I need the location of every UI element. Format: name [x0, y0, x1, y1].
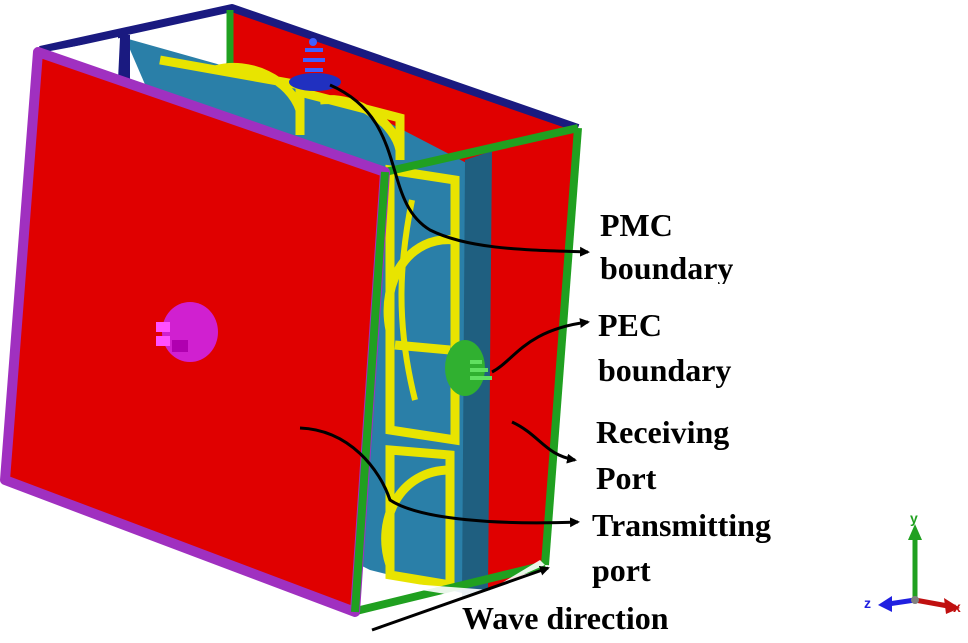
axis-x-head: [944, 598, 960, 614]
top-port-arrow-3: [305, 68, 323, 72]
wave-direction-label: Wave direction: [462, 600, 669, 636]
receiving-port-arrow-3: [470, 376, 492, 380]
receiving-port-marker: [445, 340, 492, 396]
top-port-tip: [309, 38, 317, 46]
top-port-arrow: [305, 48, 323, 52]
axis-x-line: [914, 597, 949, 609]
transmitting-port-arrow: [156, 322, 170, 332]
top-port-disc: [289, 73, 341, 91]
receiving-port-arrow-2: [470, 368, 488, 372]
receiving-callout-arrow: [511, 420, 577, 464]
pmc-label-line1: PMC: [600, 207, 673, 243]
pmc-label-line2: boundary: [600, 250, 734, 284]
receiving-port-arrow: [470, 360, 482, 364]
pec-callout-arrow: [491, 318, 590, 374]
front-frame-right-edge: [351, 171, 389, 613]
axis-z-label: z: [864, 595, 871, 611]
transmitting-port-arrow-3: [172, 340, 188, 352]
axis-origin: [911, 596, 919, 604]
top-port-arrow-2: [303, 58, 325, 62]
axis-triad: [878, 524, 960, 614]
transmitting-label-line2: port: [592, 552, 651, 588]
pmc-boundary-right-wall: [488, 128, 575, 590]
axis-z-line: [887, 597, 916, 607]
pmc-callout-arrow: [329, 83, 590, 257]
pec-label-line2: boundary: [598, 352, 732, 388]
transmitting-label-line1: Transmitting: [592, 507, 771, 543]
axis-z-head: [878, 596, 892, 612]
receiving-label-line1: Receiving: [596, 414, 730, 450]
receiving-port-disc: [445, 340, 485, 396]
callout-arrows: [299, 83, 590, 632]
axis-y-head: [908, 524, 922, 540]
axis-x-label: x: [953, 599, 961, 615]
transmitting-port-arrow-2: [156, 336, 170, 346]
receiving-label-line2: Port: [596, 460, 657, 496]
right-frame-right-edge: [541, 127, 582, 566]
wave-direction-arrow: [371, 565, 550, 632]
axis-y-label: y: [910, 510, 918, 526]
top-port-marker: [289, 38, 341, 91]
bottom-opening: [360, 560, 545, 598]
pec-label-line1: PEC: [598, 307, 662, 343]
transmitting-port-disc: [162, 302, 218, 362]
right-frame-top-edge: [384, 124, 579, 176]
transmitting-callout-arrow: [299, 426, 580, 528]
transmitting-port-marker: [156, 302, 218, 362]
back-frame-edge: [39, 4, 580, 132]
metal-pattern: [159, 55, 460, 591]
top-slot: [118, 35, 130, 80]
